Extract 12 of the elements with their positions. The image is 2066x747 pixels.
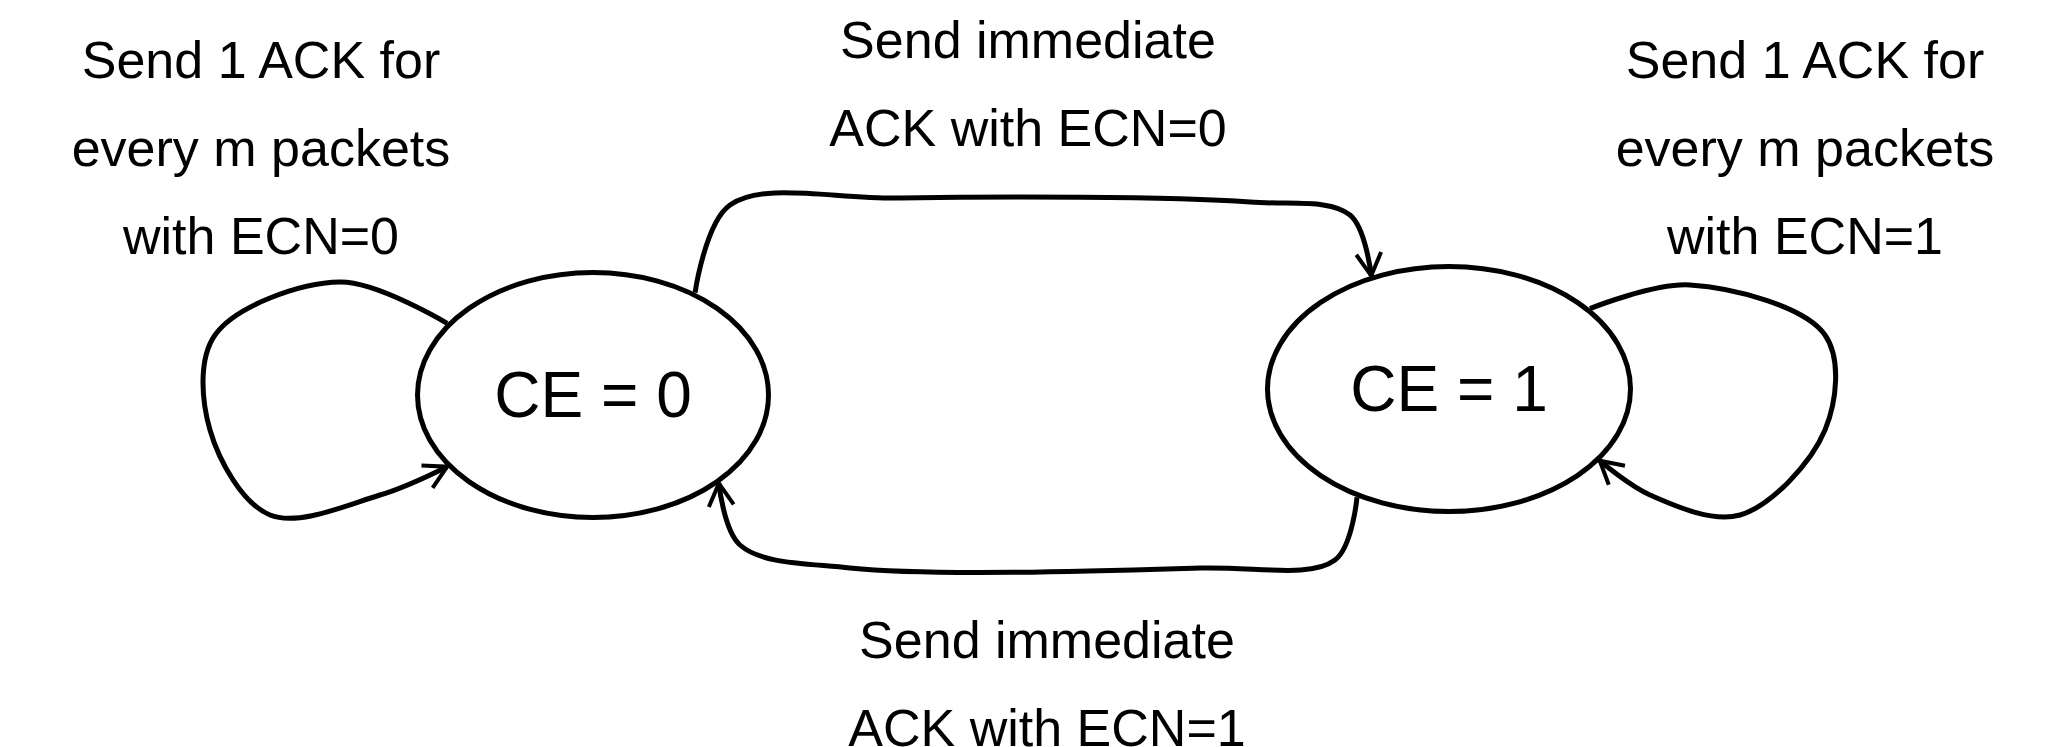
edge-label: Send 1 ACK for every m packets with ECN=0 <box>70 30 452 267</box>
state-ellipse <box>415 270 771 520</box>
edge-label: Send immediate ACK with ECN=0 <box>828 10 1228 159</box>
arrow <box>1589 282 1839 520</box>
state-label: CE = 1 <box>1350 352 1548 426</box>
arrow <box>707 481 1360 575</box>
state-label: CE = 0 <box>494 358 692 432</box>
state-ellipse <box>1265 264 1633 514</box>
arrow <box>692 190 1383 294</box>
edge-label: Send 1 ACK for every m packets with ECN=1 <box>1614 30 1996 267</box>
arrow <box>200 279 450 521</box>
edge-label: Send immediate ACK with ECN=1 <box>847 610 1247 747</box>
